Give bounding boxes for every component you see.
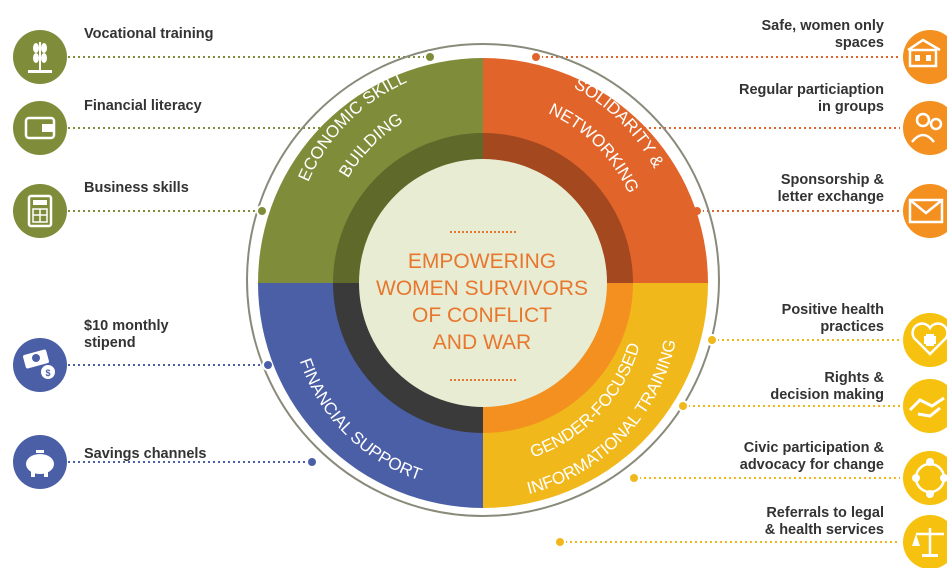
right-item-label: Rights & decision making	[770, 370, 884, 403]
wallet-icon	[13, 101, 67, 155]
left-item-label: Vocational training	[84, 26, 214, 42]
building-icon	[903, 30, 947, 84]
right-item-label: Civic participation & advocacy for chang…	[739, 440, 884, 473]
right-item-label: Sponsorship & letter exchange	[777, 172, 884, 205]
right-item-label: Safe, women only spaces	[761, 18, 884, 51]
ring-dot	[677, 400, 689, 412]
left-item-label: Business skills	[84, 180, 189, 196]
handshake-icon	[903, 379, 947, 433]
right-item-label: Referrals to legal & health services	[764, 505, 884, 538]
connector-lines	[68, 56, 900, 543]
calculator-icon	[13, 184, 67, 238]
center-title: EMPOWERING WOMEN SURVIVORS OF CONFLICT A…	[376, 250, 588, 354]
ring-dot	[554, 536, 566, 548]
group-icon	[903, 101, 947, 155]
health-heart-icon	[903, 313, 947, 367]
svg-text:$: $	[45, 368, 50, 378]
envelope-icon	[903, 184, 947, 238]
ring-dot	[256, 205, 268, 217]
left-item-label: Financial literacy	[84, 98, 202, 114]
piggy-bank-icon	[13, 435, 67, 489]
ring-dot	[262, 359, 274, 371]
ring-dot	[706, 334, 718, 346]
ring-dot	[530, 51, 542, 63]
ring-dot	[306, 456, 318, 468]
ring-dot	[628, 472, 640, 484]
wheat-icon	[13, 30, 67, 84]
right-item-label: Regular particiaption in groups	[738, 82, 884, 115]
left-item-label: $10 monthly stipend	[84, 318, 169, 351]
ring-dot	[424, 51, 436, 63]
right-item-label: Positive health practices	[781, 302, 884, 335]
center-circle	[359, 159, 607, 407]
scales-icon	[903, 515, 947, 569]
people-circle-icon	[903, 451, 947, 505]
outer-ring	[246, 43, 720, 517]
left-item-label: Savings channels	[84, 446, 207, 462]
money-icon: $	[13, 338, 67, 392]
